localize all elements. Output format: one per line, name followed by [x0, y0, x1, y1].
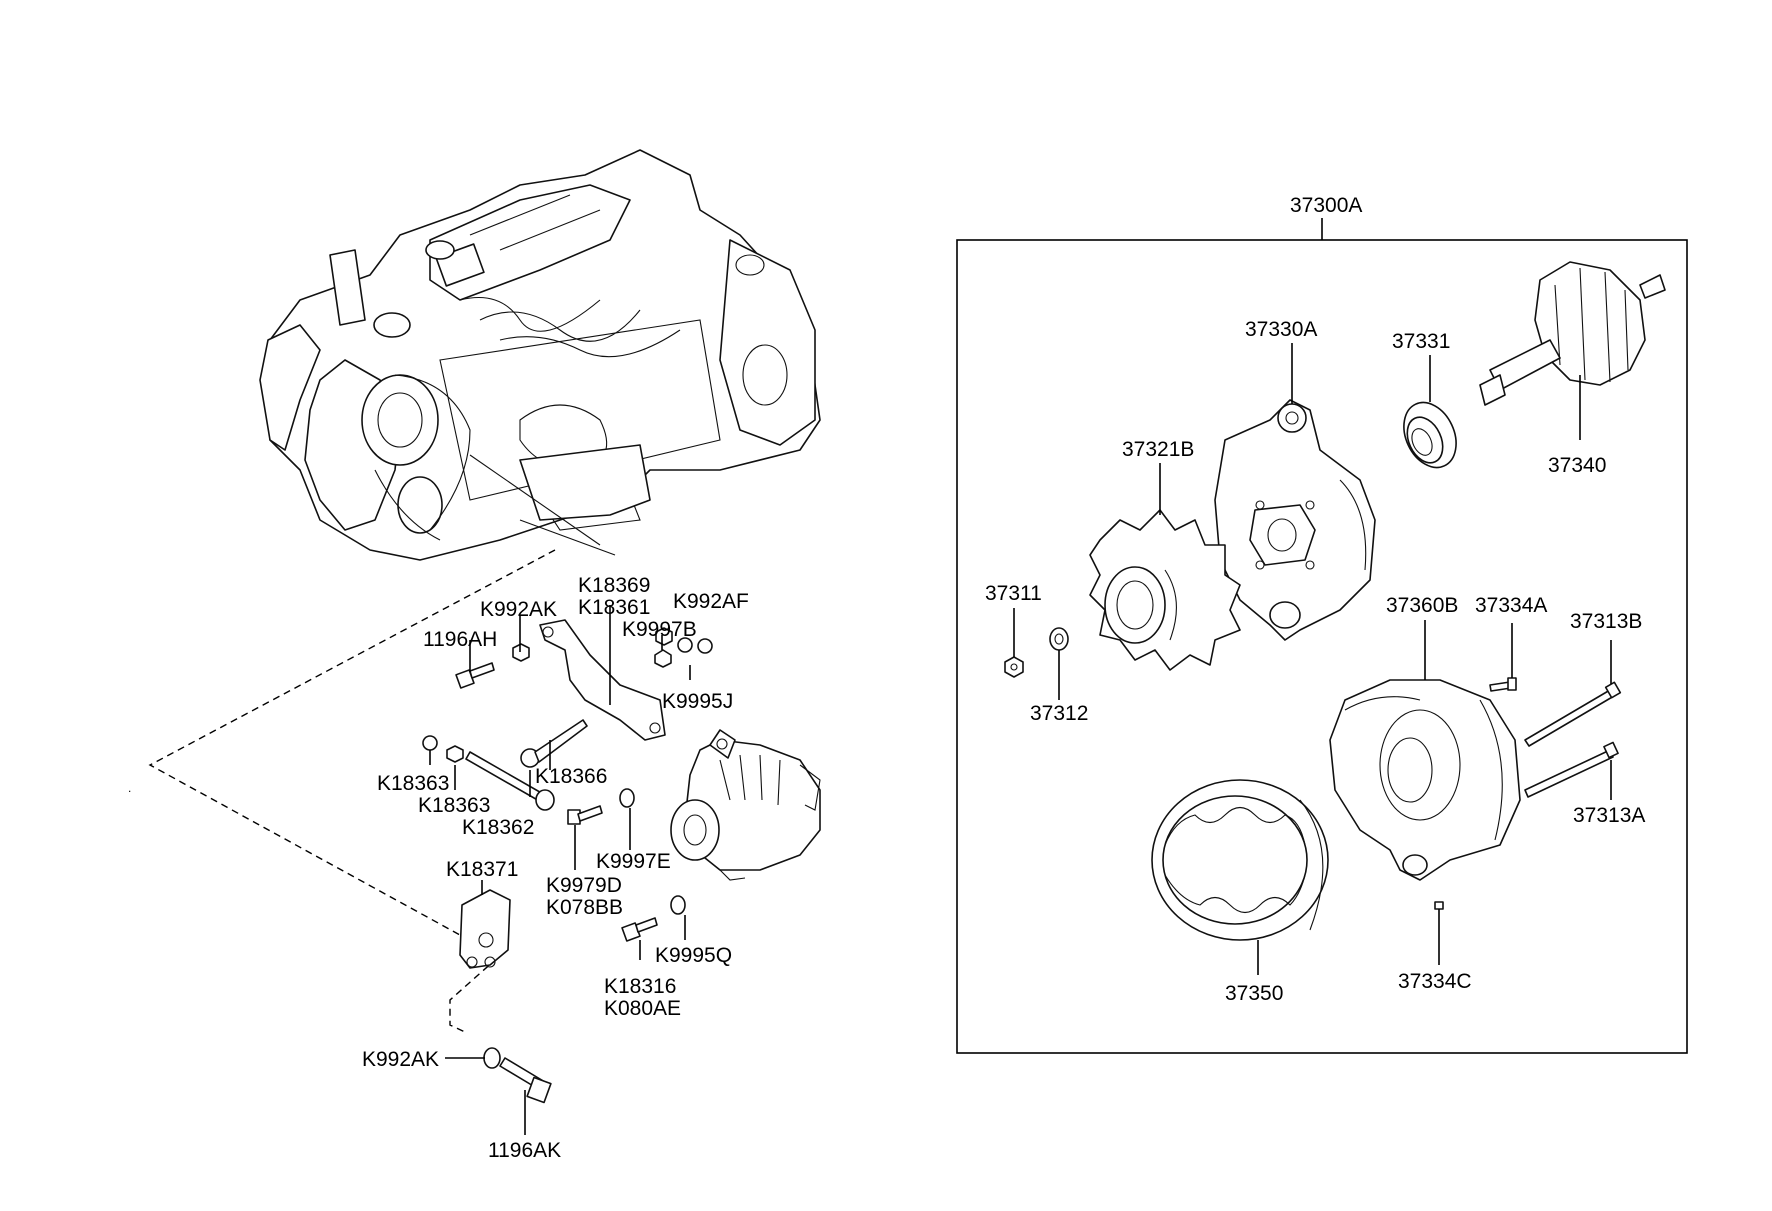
label-k18316: K18316: [604, 975, 676, 998]
label-37350: 37350: [1225, 982, 1283, 1005]
washer-k9995q: [670, 895, 686, 915]
label-37331: 37331: [1392, 330, 1450, 353]
label-k9997e: K9997E: [596, 850, 671, 873]
label-37311: 37311: [985, 582, 1042, 605]
part-37321b-fan: [1089, 509, 1241, 671]
label-k992ak-bottom: K992AK: [362, 1048, 439, 1071]
engine-block-illustration: [259, 149, 821, 561]
part-37311-nut: [1004, 656, 1024, 678]
label-k9995j: K9995J: [662, 690, 733, 713]
part-37331-bearing: [1403, 401, 1457, 469]
part-37313b-bolt: [1524, 681, 1622, 747]
washer-and-bolt-bottom: [483, 1047, 552, 1104]
label-k18371: K18371: [446, 858, 518, 881]
bolt-k18316: [621, 917, 658, 942]
part-37334c-screw: [1434, 901, 1444, 935]
label-k18366: K18366: [535, 765, 607, 788]
bracket-k18371: [459, 889, 511, 969]
label-37300a: 37300A: [1290, 194, 1362, 217]
right-leader-lines: [1013, 343, 1612, 975]
label-k9997b: K9997B: [622, 618, 697, 641]
small-nuts-left: [422, 627, 713, 763]
label-1196ah: 1196AH: [423, 628, 497, 651]
part-37330a-front-housing: [1214, 399, 1376, 641]
alternator-assembly-left: [670, 729, 821, 881]
label-k9979d: K9979D: [546, 874, 622, 897]
label-37313b: 37313B: [1570, 610, 1642, 633]
part-37340-rotor: [1479, 261, 1666, 406]
label-37321b: 37321B: [1122, 438, 1194, 461]
label-k18361: K18361: [578, 596, 650, 619]
part-37312-washer: [1049, 627, 1069, 651]
label-k18363-a: K18363: [377, 772, 449, 795]
label-37334c: 37334C: [1398, 970, 1472, 993]
label-37360b: 37360B: [1386, 594, 1458, 617]
label-37312: 37312: [1030, 702, 1088, 725]
part-37313a-bolt: [1524, 741, 1619, 798]
label-37313a: 37313A: [1573, 804, 1645, 827]
bolt-1196AH: [455, 662, 495, 689]
label-37334a: 37334A: [1475, 594, 1547, 617]
part-37350-stator: [1151, 779, 1329, 941]
part-37334a-screw: [1489, 677, 1517, 692]
label-1196ak: 1196AK: [488, 1139, 561, 1162]
rod-k18362: [465, 751, 555, 811]
svg-text:.: .: [128, 781, 131, 795]
label-37330a: 37330A: [1245, 318, 1317, 341]
bolt-k9979d: [567, 805, 603, 825]
label-k9995q: K9995Q: [655, 944, 732, 967]
label-k078bb: K078BB: [546, 896, 623, 919]
label-k18362: K18362: [462, 816, 534, 839]
part-37360b-rear-housing: [1329, 679, 1521, 881]
bracket-k18361: [539, 619, 666, 741]
label-k992af: K992AF: [673, 590, 749, 613]
washer-k9997e: [619, 788, 635, 808]
label-37340: 37340: [1548, 454, 1606, 477]
label-k080ae: K080AE: [604, 997, 681, 1020]
label-k992ak-top: K992AK: [480, 598, 557, 621]
label-k18363-b: K18363: [418, 794, 490, 817]
label-k18369: K18369: [578, 574, 650, 597]
left-leader-lines: [429, 605, 691, 1135]
bolt-k18366: [520, 719, 588, 768]
assembly-frame: [956, 218, 1688, 1054]
